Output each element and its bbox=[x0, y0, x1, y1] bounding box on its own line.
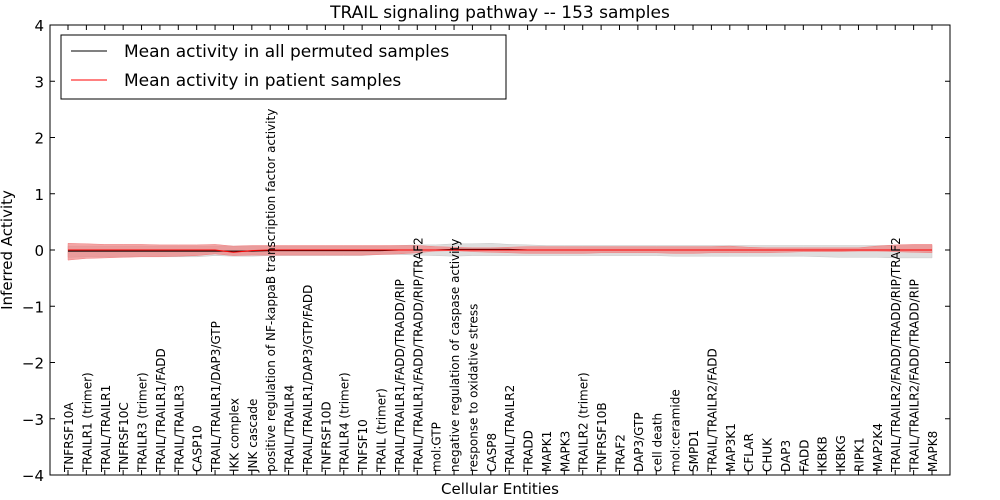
legend: Mean activity in all permuted samples Me… bbox=[60, 34, 507, 100]
series-lines bbox=[68, 248, 932, 253]
x-tick-label: MAPK3 bbox=[558, 431, 572, 472]
y-axis-label: Inferred Activity bbox=[0, 190, 16, 310]
x-tick-label: TRAILR4 (trimer) bbox=[338, 372, 352, 473]
x-tick-label: SMPD1 bbox=[687, 430, 701, 472]
y-tick-label: −3 bbox=[22, 411, 44, 429]
legend-label-permuted: Mean activity in all permuted samples bbox=[124, 42, 449, 62]
x-axis: TNFRSF10A TRAILR1 (trimer) TRAIL/TRAILR1 TN… bbox=[62, 25, 940, 475]
y-tick-label: 0 bbox=[34, 242, 44, 260]
y-tick-label: −4 bbox=[22, 467, 44, 485]
confidence-bands bbox=[67, 243, 933, 261]
y-tick-label: 3 bbox=[34, 73, 44, 91]
chart-title: TRAIL signaling pathway -- 153 samples bbox=[329, 3, 670, 23]
line-series-1 bbox=[68, 249, 932, 253]
x-tick-label: TRAIL/TRAILR2 bbox=[503, 385, 517, 473]
x-tick-label: TRAIL/TRAILR1/DAP3/GTP bbox=[209, 321, 223, 473]
x-tick-label: MAP2K4 bbox=[871, 423, 885, 472]
x-tick-label: TRAIL/TRAILR2/FADD/TRADD/RIP bbox=[908, 279, 922, 473]
y-tick-label: 2 bbox=[34, 130, 44, 148]
x-tick-label: negative regulation of caspase activity bbox=[448, 239, 462, 472]
x-axis-label: Cellular Entities bbox=[441, 480, 559, 498]
x-tick-label: MAPK8 bbox=[926, 431, 940, 472]
x-tick-label: IKBKB bbox=[816, 436, 830, 472]
x-tick-label: TRAIL/TRAILR1/FADD/TRADD/RIP/TRAF2 bbox=[411, 237, 425, 473]
x-tick-label: TRAILR2 (trimer) bbox=[577, 372, 591, 473]
x-tick-label: FADD bbox=[797, 440, 811, 473]
band-series-1 bbox=[67, 243, 933, 261]
x-tick-label: TRAIL/TRAILR2/FADD bbox=[705, 348, 719, 473]
x-tick-label: TRAIL/TRAILR1/FADD/TRADD/RIP bbox=[393, 279, 407, 473]
y-tick-label: 1 bbox=[34, 186, 44, 204]
x-tick-label: TRAILR1 (trimer) bbox=[80, 372, 94, 473]
y-axis: −4 −3 −2 −1 0 1 2 3 4 bbox=[22, 17, 950, 485]
x-tick-label: TNFRSF10C bbox=[117, 402, 131, 473]
x-tick-label: TRAIL/TRAILR2/FADD/TRADD/RIP/TRAF2 bbox=[889, 237, 903, 473]
x-tick-label: TNFSF10 bbox=[356, 419, 370, 473]
x-tick-label: RIPK1 bbox=[853, 437, 867, 472]
x-tick-label: TRAIL/TRAILR1/DAP3/GTP/FADD bbox=[301, 285, 315, 473]
x-tick-label: TRAIL/TRAILR4 bbox=[283, 385, 297, 473]
x-tick-label: TNFRSF10B bbox=[595, 402, 609, 473]
x-tick-label: CHUK bbox=[761, 437, 775, 472]
x-tick-label: cell death bbox=[650, 413, 664, 472]
x-tick-label: positive regulation of NF-kappaB transcr… bbox=[264, 109, 278, 472]
x-tick-label: mol:GTP bbox=[430, 422, 444, 472]
x-tick-label: JNK cascade bbox=[246, 399, 260, 473]
x-tick-label: CASP10 bbox=[191, 425, 205, 472]
x-tick-label: TRAILR3 (trimer) bbox=[136, 372, 150, 473]
y-tick-label: 4 bbox=[34, 17, 44, 35]
x-tick-label: mol:ceramide bbox=[669, 389, 683, 472]
x-tick-label: CFLAR bbox=[742, 433, 756, 472]
x-tick-label: IKK complex bbox=[227, 398, 241, 472]
x-tick-label: IKBKG bbox=[834, 435, 848, 472]
y-tick-label: −2 bbox=[22, 355, 44, 373]
x-tick-label: DAP3/GTP bbox=[632, 412, 646, 472]
x-tick-label: TRAIL/TRAILR1 bbox=[99, 385, 113, 473]
x-tick-label: TNFRSF10D bbox=[319, 401, 333, 473]
y-tick-label: −1 bbox=[22, 298, 44, 316]
x-tick-label: MAPK1 bbox=[540, 431, 554, 472]
legend-box bbox=[60, 34, 507, 100]
x-tick-label: CASP8 bbox=[485, 433, 499, 472]
x-tick-label: TNFRSF10A bbox=[62, 402, 76, 473]
x-tick-label: MAP3K1 bbox=[724, 423, 738, 472]
x-tick-label: TRAIL (trimer) bbox=[375, 388, 389, 473]
x-tick-label: TRAF2 bbox=[614, 434, 628, 473]
x-tick-label: DAP3 bbox=[779, 440, 793, 472]
x-tick-label: TRAIL/TRAILR3 bbox=[172, 385, 186, 473]
x-tick-label: response to oxidative stress bbox=[466, 304, 480, 472]
x-tick-label: TRAIL/TRAILR1/FADD bbox=[154, 348, 168, 473]
x-tick-label: TRADD bbox=[522, 430, 536, 473]
legend-label-patient: Mean activity in patient samples bbox=[124, 71, 401, 91]
